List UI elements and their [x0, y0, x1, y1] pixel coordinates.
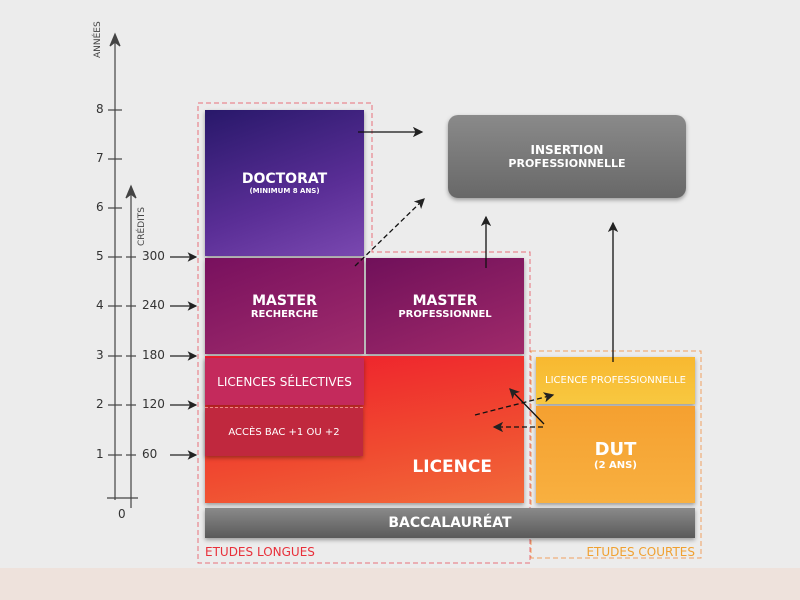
year-label: 8 [96, 102, 104, 116]
master-pro-title: MASTER [412, 292, 478, 309]
year-label: 1 [96, 447, 104, 461]
year-label: 2 [96, 397, 104, 411]
licences-selectives-block: LICENCES SÉLECTIVES [205, 358, 364, 405]
licence-pro-block: LICENCE PROFESSIONNELLE [536, 357, 695, 404]
years-axis [107, 32, 138, 508]
dut-sub: (2 ANS) [594, 459, 637, 471]
acces-bac-label: ACCÈS BAC +1 OU +2 [228, 426, 340, 438]
dut-block: DUT (2 ANS) [536, 406, 695, 503]
doctorat-block: DOCTORAT (MINIMUM 8 ANS) [205, 110, 364, 256]
master-recherche-title: MASTER [252, 292, 317, 309]
year-label: 7 [96, 151, 104, 165]
etudes-courtes-frame [530, 350, 702, 559]
year-label: 3 [96, 348, 104, 362]
licences-selectives-label: LICENCES SÉLECTIVES [217, 374, 352, 389]
master-recherche-sub: RECHERCHE [250, 308, 319, 320]
doctorat-title: DOCTORAT [241, 171, 328, 187]
credit-label: 180 [142, 348, 165, 362]
baccalaureat-label: BACCALAURÉAT [388, 515, 512, 531]
master-pro-sub: PROFESSIONNEL [398, 308, 492, 320]
bottom-band [0, 568, 800, 600]
licence-title: LICENCE [412, 457, 492, 477]
dut-title: DUT [594, 438, 637, 460]
insertion-title: INSERTION [530, 143, 604, 157]
baccalaureat-block: BACCALAURÉAT [205, 508, 695, 538]
axis-zero: 0 [118, 507, 126, 521]
year-label: 5 [96, 249, 104, 263]
acces-bac-block: ACCÈS BAC +1 OU +2 [205, 407, 363, 456]
licence-pro-label: LICENCE PROFESSIONNELLE [545, 375, 686, 386]
credit-label: 300 [142, 249, 165, 263]
credit-label: 240 [142, 298, 165, 312]
insertion-block: INSERTION PROFESSIONNELLE [448, 115, 686, 198]
credit-arrows [170, 252, 198, 460]
insertion-sub: PROFESSIONNELLE [508, 157, 626, 170]
master-pro-block: MASTER PROFESSIONNEL [366, 258, 524, 354]
credit-label: 60 [142, 447, 158, 461]
etudes-courtes-label: ETUDES COURTES [586, 545, 695, 559]
master-recherche-block: MASTER RECHERCHE [205, 258, 364, 354]
etudes-longues-label: ETUDES LONGUES [205, 545, 315, 559]
year-label: 4 [96, 298, 104, 312]
doctorat-sub: (MINIMUM 8 ANS) [249, 187, 320, 195]
etudes-longues-frame [197, 102, 531, 564]
credit-label: 120 [142, 397, 165, 411]
year-label: 6 [96, 200, 104, 214]
